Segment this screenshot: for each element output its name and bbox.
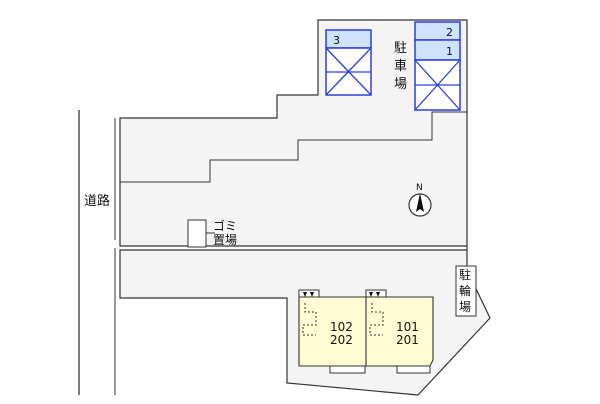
unit-number: 102	[330, 320, 353, 334]
parking-space-1: 1	[414, 39, 461, 111]
parking-space-number: 1	[446, 45, 453, 58]
parking-space-number: 2	[446, 26, 453, 39]
svg-text:駐輪場: 駐輪場	[459, 267, 471, 314]
svg-text:道路: 道路	[84, 193, 110, 209]
stair-path	[302, 303, 317, 336]
parking-space-number: 3	[333, 34, 340, 47]
stair-path	[369, 303, 384, 336]
entrance-triangle-icon	[303, 292, 380, 297]
road	[78, 110, 116, 395]
north-arrow-icon: N	[408, 183, 432, 217]
unit-number: 101	[396, 320, 419, 334]
svg-text:N: N	[416, 183, 423, 193]
building: 102 202 101 201	[298, 289, 434, 374]
unit-number: 202	[330, 333, 353, 347]
parking-label: 駐車場	[394, 41, 407, 92]
garbage-label-bottom: 置場	[213, 233, 237, 247]
garbage-label-top: ゴミ	[213, 218, 237, 233]
parking-space-2: 2	[414, 21, 461, 41]
unit-number: 201	[396, 333, 419, 347]
road-label: 道路	[84, 193, 110, 209]
parking-space-3: 3	[325, 29, 372, 96]
parking-area: 3 2 1	[325, 21, 461, 111]
svg-text:駐車場: 駐車場	[394, 41, 407, 92]
garbage-area: ゴミ 置場	[187, 218, 237, 248]
lot-detail-line	[120, 111, 467, 183]
bicycle-parking: 駐輪場	[455, 265, 477, 317]
